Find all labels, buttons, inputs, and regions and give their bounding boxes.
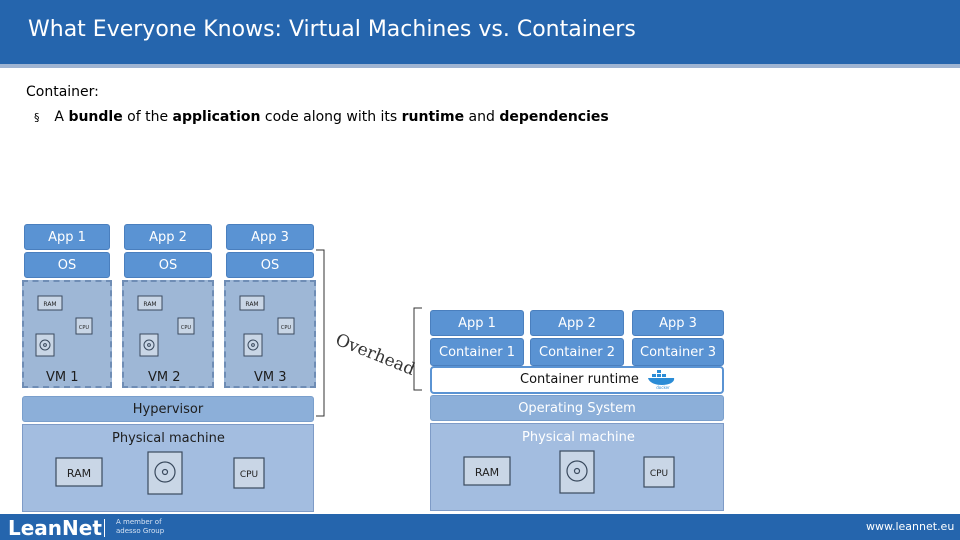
- def-part-5: code along with its: [260, 109, 402, 125]
- docker-logo-icon: docker: [648, 370, 675, 390]
- vm-label-1: VM 1: [46, 370, 79, 385]
- ram-icon-label: RAM: [43, 301, 56, 308]
- container-definition: § A bundle of the application code along…: [34, 109, 609, 125]
- vm-label-2: VM 2: [148, 370, 181, 385]
- vm-os-1: OS: [24, 252, 110, 278]
- vm-box-3: [224, 280, 316, 388]
- ram-icon-label: RAM: [67, 467, 91, 480]
- vm-app-2: App 2: [124, 224, 212, 250]
- vm-hardware-icons: RAM CPU RAM CPU RAM CPU: [35, 295, 295, 357]
- container-1: Container 1: [430, 338, 524, 366]
- cpu-icon-label: CPU: [650, 469, 668, 479]
- cpu-icon: CPU: [277, 317, 295, 335]
- ram-icon: RAM: [463, 456, 511, 486]
- footer-member-line-1: A member of: [116, 518, 162, 526]
- def-part-7: and: [464, 109, 500, 125]
- vm-label-3: VM 3: [254, 370, 287, 385]
- cpu-icon-label: CPU: [79, 325, 90, 331]
- bullet-marker: §: [34, 111, 40, 124]
- container-runtime-bar: Container runtime docker: [430, 366, 724, 394]
- ram-icon-label: RAM: [245, 301, 258, 308]
- ram-icon: RAM: [55, 457, 103, 487]
- container-app-2: App 2: [530, 310, 624, 336]
- cpu-icon: CPU: [177, 317, 195, 335]
- vm-os-2: OS: [124, 252, 212, 278]
- footer-member-note: A member of adesso Group: [116, 518, 176, 536]
- overhead-label: Overhead: [332, 330, 418, 380]
- footer-member-line-2: adesso Group: [116, 527, 165, 535]
- ram-icon: RAM: [239, 295, 265, 311]
- def-part-3: of the: [122, 109, 173, 125]
- footer-divider: [104, 519, 105, 537]
- cpu-icon-label: CPU: [240, 470, 258, 480]
- vm-physical-icons: RAM CPU: [55, 451, 265, 495]
- vm-overhead-bracket: [316, 249, 325, 417]
- def-part-4: application: [172, 109, 261, 125]
- cpu-icon-label: CPU: [181, 325, 192, 331]
- cpu-icon: CPU: [75, 317, 93, 335]
- def-part-1: A: [54, 109, 69, 125]
- ram-icon: RAM: [137, 295, 163, 311]
- footer-logo: LeanNet: [8, 516, 102, 540]
- operating-system-bar: Operating System: [430, 395, 724, 421]
- vm-os-3: OS: [226, 252, 314, 278]
- cpu-icon-label: CPU: [281, 325, 292, 331]
- title-underline: [0, 64, 960, 68]
- title-bar: [0, 0, 960, 64]
- disk-icon: [147, 451, 183, 495]
- cpu-icon: CPU: [233, 457, 265, 489]
- cpu-icon: CPU: [643, 456, 675, 488]
- def-part-8: dependencies: [499, 109, 609, 125]
- ram-icon: RAM: [37, 295, 63, 311]
- container-2: Container 2: [530, 338, 624, 366]
- vm-physical-label: Physical machine: [112, 431, 225, 446]
- def-part-6: runtime: [401, 109, 465, 125]
- container-heading: Container:: [26, 84, 99, 100]
- disk-icon: [35, 333, 55, 357]
- container-physical-label: Physical machine: [522, 430, 635, 445]
- docker-logo-text: docker: [656, 385, 670, 390]
- ram-icon-label: RAM: [475, 466, 499, 479]
- container-3: Container 3: [632, 338, 724, 366]
- container-physical-icons: RAM CPU: [463, 450, 675, 494]
- footer-bar: [0, 514, 960, 540]
- vm-app-3: App 3: [226, 224, 314, 250]
- footer-url: www.leannet.eu: [866, 520, 955, 533]
- ram-icon-label: RAM: [143, 301, 156, 308]
- disk-icon: [559, 450, 595, 494]
- vm-box-2: [122, 280, 214, 388]
- container-overhead-bracket: [413, 307, 422, 391]
- container-app-3: App 3: [632, 310, 724, 336]
- def-part-2: bundle: [68, 109, 123, 125]
- disk-icon: [139, 333, 159, 357]
- disk-icon: [243, 333, 263, 357]
- hypervisor-bar: Hypervisor: [22, 396, 314, 422]
- container-runtime-label: Container runtime: [520, 372, 639, 387]
- slide-title: What Everyone Knows: Virtual Machines vs…: [28, 17, 636, 42]
- vm-app-1: App 1: [24, 224, 110, 250]
- container-app-1: App 1: [430, 310, 524, 336]
